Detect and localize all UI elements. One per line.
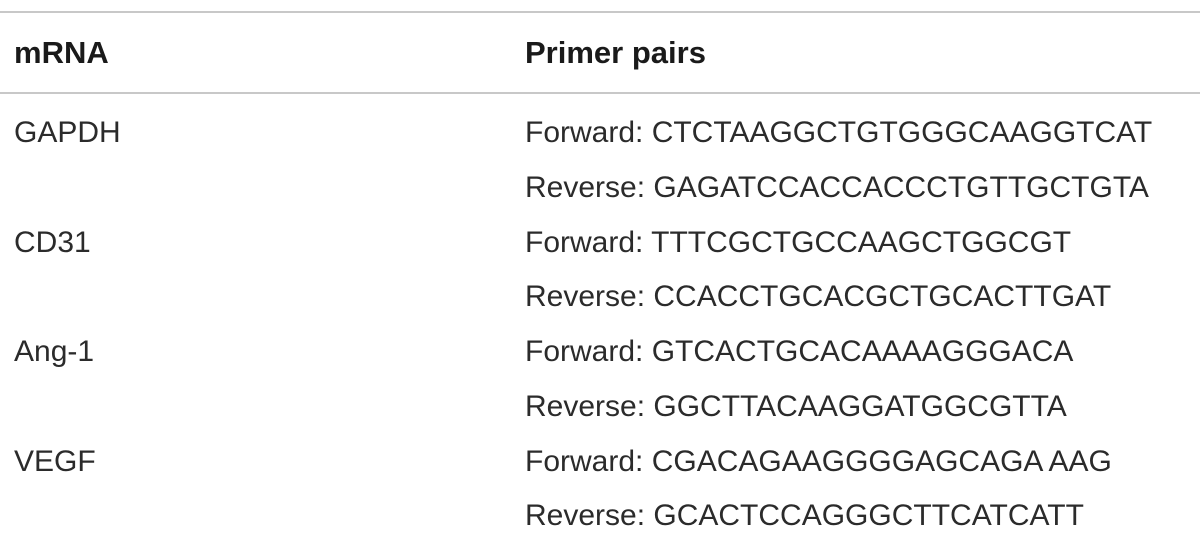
primer-cell: Forward: CGACAGAAGGGGAGCAGA AAG	[525, 444, 1112, 478]
mrna-cell: Ang-1	[14, 335, 95, 368]
mrna-cell: VEGF	[14, 444, 96, 478]
table-row: VEGF Forward: CGACAGAAGGGGAGCAGA AAG	[0, 435, 1200, 490]
table-row: GAPDH Forward: CTCTAAGGCTGTGGGCAAGGTCAT	[0, 106, 1200, 161]
primer-cell: Forward: GTCACTGCACAAAAGGGACA	[525, 335, 1074, 368]
table-top-rule	[0, 11, 1200, 13]
table-row: CD31 Forward: TTTCGCTGCCAAGCTGGCGT	[0, 216, 1200, 271]
primer-cell: Reverse: GAGATCCACCACCCTGTTGCTGTA	[525, 170, 1149, 204]
primer-cell: Reverse: GCACTCCAGGGCTTCATCATT	[525, 499, 1084, 533]
table-header-rule	[0, 92, 1200, 94]
mrna-cell: GAPDH	[14, 116, 121, 149]
primer-cell: Forward: CTCTAAGGCTGTGGGCAAGGTCAT	[525, 116, 1153, 149]
table-body: GAPDH Forward: CTCTAAGGCTGTGGGCAAGGTCAT …	[0, 106, 1200, 544]
table-row: Reverse: GAGATCCACCACCCTGTTGCTGTA	[0, 161, 1200, 216]
primer-cell: Reverse: GGCTTACAAGGATGGCGTTA	[525, 389, 1067, 423]
primer-cell: Reverse: CCACCTGCACGCTGCACTTGAT	[525, 280, 1112, 314]
table-row: Reverse: GCACTCCAGGGCTTCATCATT	[0, 489, 1200, 544]
table-row: Ang-1 Forward: GTCACTGCACAAAAGGGACA	[0, 325, 1200, 380]
table-row: Reverse: GGCTTACAAGGATGGCGTTA	[0, 380, 1200, 435]
primer-cell: Forward: TTTCGCTGCCAAGCTGGCGT	[525, 225, 1072, 259]
header-primer-pairs: Primer pairs	[525, 35, 706, 70]
mrna-cell: CD31	[14, 225, 91, 259]
table-header-row: mRNA Primer pairs	[0, 13, 1200, 92]
table-row: Reverse: CCACCTGCACGCTGCACTTGAT	[0, 270, 1200, 325]
header-mrna: mRNA	[14, 35, 109, 70]
